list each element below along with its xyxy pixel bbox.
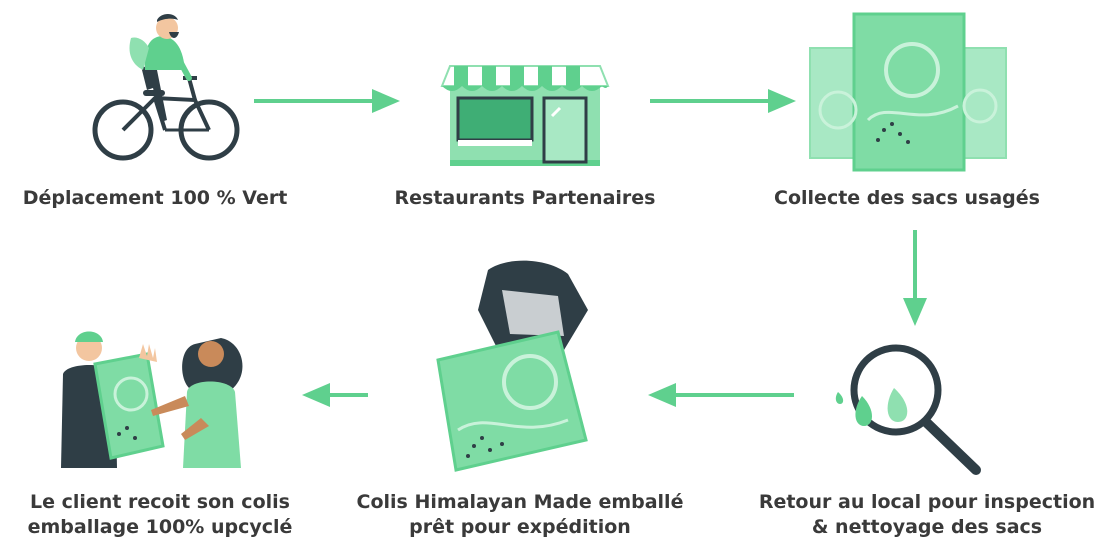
step-label-partner-restaurants: Restaurants Partenaires bbox=[394, 187, 656, 209]
handover-illustration bbox=[61, 331, 243, 468]
step-label-packaging-line2: prêt pour expédition bbox=[409, 516, 631, 538]
step-label-inspection: Retour au local pour inspection & nettoy… bbox=[752, 490, 1102, 540]
step-label-inspection-line2: & nettoyage des sacs bbox=[811, 516, 1043, 538]
package-bag-illustration bbox=[436, 260, 588, 472]
flow-arrow-left bbox=[302, 383, 368, 407]
step-label-green-travel: Déplacement 100 % Vert bbox=[22, 187, 288, 209]
magnifier-droplets-illustration bbox=[835, 344, 981, 475]
storefront-illustration bbox=[440, 65, 610, 166]
cyclist-illustration bbox=[92, 14, 240, 161]
step-label-bag-collection: Collecte des sacs usagés bbox=[774, 187, 1040, 209]
stacked-bags-illustration bbox=[809, 12, 1007, 172]
flow-arrow-down bbox=[903, 230, 927, 326]
step-label-packaging-line1: Colis Himalayan Made emballé bbox=[356, 491, 684, 513]
flow-arrow-right bbox=[254, 89, 400, 113]
step-label-packaging: Colis Himalayan Made emballé prêt pour e… bbox=[345, 490, 695, 540]
flow-arrow-right bbox=[650, 89, 796, 113]
flow-arrow-left bbox=[648, 383, 794, 407]
step-label-delivery-line2: emballage 100% upcyclé bbox=[27, 516, 293, 538]
step-label-delivery-line1: Le client recoit son colis bbox=[30, 491, 290, 513]
step-label-inspection-line1: Retour au local pour inspection bbox=[758, 491, 1096, 513]
step-label-delivery: Le client recoit son colis emballage 100… bbox=[0, 490, 320, 540]
